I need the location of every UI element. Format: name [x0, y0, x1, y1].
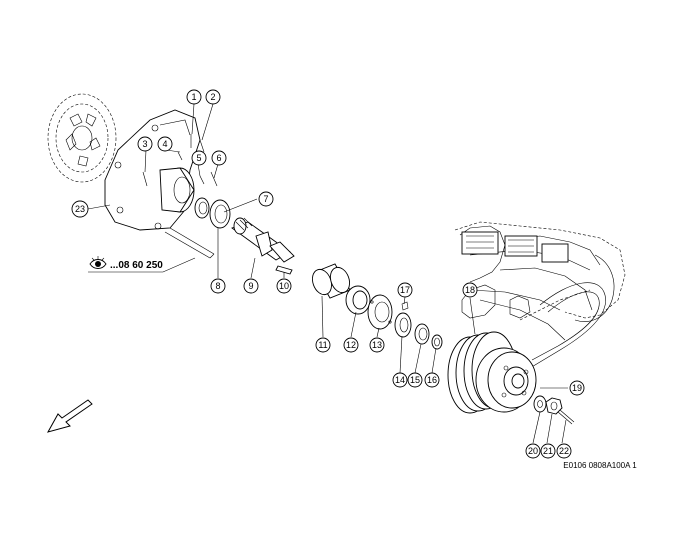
sleeve [311, 263, 351, 299]
svg-text:23: 23 [75, 204, 85, 214]
svg-text:2: 2 [210, 92, 215, 102]
drive-shaft [231, 217, 295, 263]
callout-1: 1 [186, 89, 202, 105]
svg-text:17: 17 [400, 285, 410, 295]
retaining-ring [431, 334, 443, 350]
pulley-nut [545, 397, 563, 415]
callout-22: 22 [556, 443, 572, 459]
callout-3: 3 [137, 136, 153, 152]
callout-9: 9 [243, 278, 259, 294]
callout-23: 23 [71, 200, 89, 218]
callout-10: 10 [276, 278, 292, 294]
svg-text:...08 60 250: ...08 60 250 [110, 260, 163, 271]
eye-icon [89, 256, 107, 269]
small-pin [401, 301, 409, 311]
callout-15: 15 [407, 372, 423, 388]
svg-text:16: 16 [427, 375, 437, 385]
bearing [209, 199, 231, 229]
callout-4: 4 [157, 136, 173, 152]
crankshaft-pulley [447, 331, 537, 414]
svg-text:21: 21 [543, 446, 553, 456]
svg-text:12: 12 [346, 340, 356, 350]
svg-text:14: 14 [395, 375, 405, 385]
arrow-icon [46, 399, 93, 433]
key [275, 265, 293, 275]
svg-text:18: 18 [465, 285, 475, 295]
svg-text:13: 13 [372, 340, 382, 350]
engine-block [454, 221, 626, 369]
svg-text:20: 20 [528, 446, 538, 456]
callout-6: 6 [211, 150, 227, 166]
callout-20: 20 [525, 443, 541, 459]
gasket [367, 294, 393, 330]
callout-14: 14 [392, 372, 408, 388]
svg-text:3: 3 [142, 139, 147, 149]
o-ring [414, 323, 430, 345]
callout-11: 11 [315, 337, 331, 353]
svg-text:9: 9 [248, 281, 253, 291]
callout-17: 17 [397, 282, 413, 298]
svg-text:7: 7 [263, 194, 268, 204]
dowel-rod [164, 227, 215, 259]
svg-text:1: 1 [191, 92, 196, 102]
flywheel [47, 93, 117, 183]
bolt [142, 134, 218, 187]
svg-text:6: 6 [216, 153, 221, 163]
split-pin [557, 409, 575, 425]
pulley-washer [533, 395, 547, 413]
svg-text:10: 10 [279, 281, 289, 291]
callout-12: 12 [343, 337, 359, 353]
callout-19: 19 [569, 380, 585, 396]
svg-text:15: 15 [410, 375, 420, 385]
svg-text:22: 22 [559, 446, 569, 456]
svg-text:11: 11 [318, 340, 327, 350]
svg-text:4: 4 [162, 139, 167, 149]
callout-7: 7 [258, 191, 274, 207]
callout-18: 18 [462, 282, 478, 298]
callout-21: 21 [540, 443, 556, 459]
flywheel-housing [104, 109, 201, 231]
callout-2: 2 [205, 89, 221, 105]
thrust-ring [394, 312, 412, 338]
svg-text:19: 19 [572, 383, 582, 393]
callout-13: 13 [369, 337, 385, 353]
svg-text:5: 5 [196, 153, 201, 163]
callout-16: 16 [424, 372, 440, 388]
figure-code: E0106 0808A100A 1 [563, 461, 637, 470]
svg-text:8: 8 [215, 281, 220, 291]
seal-ring [194, 197, 210, 219]
radial-seal [345, 285, 371, 315]
callout-8: 8 [210, 278, 226, 294]
callout-5: 5 [191, 150, 207, 166]
reference-label: ...08 60 250 [88, 256, 196, 273]
leader-lines [87, 103, 568, 444]
